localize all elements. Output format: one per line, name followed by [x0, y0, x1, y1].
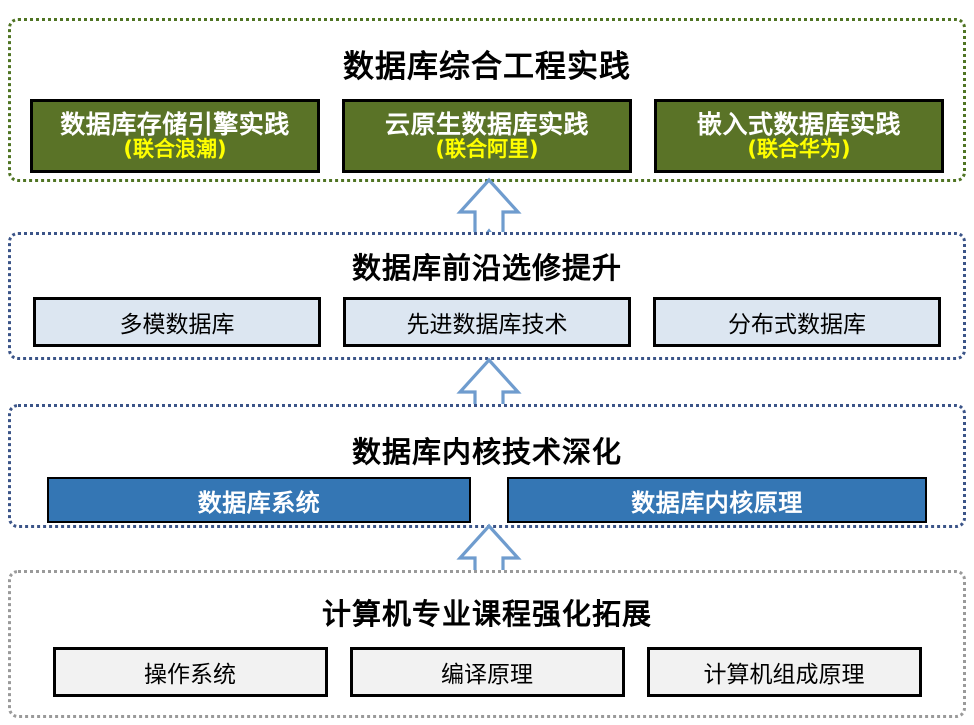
tier-title-comprehensive-practice: 数据库综合工程实践 [343, 49, 631, 85]
card-label-main: 数据库存储引擎实践 [60, 109, 290, 139]
card-row-kernel-deepening: 数据库系统 数据库内核原理 [11, 477, 963, 523]
card-row-cs-foundation: 操作系统 编译原理 计算机组成原理 [11, 647, 963, 697]
card-label-main: 编译原理 [441, 662, 533, 688]
card-label-partner: (联合浪潮) [123, 137, 227, 162]
tier-frontier-electives: 数据库前沿选修提升 多模数据库 先进数据库技术 分布式数据库 [8, 232, 966, 360]
card-label-main: 嵌入式数据库实践 [696, 109, 901, 139]
card-row-comprehensive-practice: 数据库存储引擎实践 (联合浪潮) 云原生数据库实践 (联合阿里) 嵌入式数据库实… [11, 99, 963, 173]
tier-comprehensive-practice: 数据库综合工程实践 数据库存储引擎实践 (联合浪潮) 云原生数据库实践 (联合阿… [8, 18, 966, 182]
tier-title-frontier-electives: 数据库前沿选修提升 [351, 251, 622, 285]
arrow-electives-to-practice-icon [455, 176, 523, 244]
tier-kernel-deepening: 数据库内核技术深化 数据库系统 数据库内核原理 [8, 404, 966, 528]
card-label-main: 计算机组成原理 [703, 662, 865, 688]
card-multi-model-db[interactable]: 多模数据库 [33, 297, 321, 347]
card-database-system[interactable]: 数据库系统 [47, 477, 471, 523]
card-label-partner: (联合华为) [747, 137, 851, 162]
card-distributed-db[interactable]: 分布式数据库 [653, 297, 941, 347]
card-label-main: 数据库系统 [197, 488, 321, 517]
card-label-main: 云原生数据库实践 [384, 109, 589, 139]
tier-title-cs-foundation: 计算机专业课程强化拓展 [321, 597, 652, 631]
card-row-frontier-electives: 多模数据库 先进数据库技术 分布式数据库 [11, 297, 963, 347]
card-label-partner: (联合阿里) [435, 137, 539, 162]
card-cloud-native-db-practice[interactable]: 云原生数据库实践 (联合阿里) [342, 99, 632, 173]
card-database-kernel-principles[interactable]: 数据库内核原理 [507, 477, 927, 523]
card-label-main: 先进数据库技术 [406, 312, 568, 338]
tier-title-kernel-deepening: 数据库内核技术深化 [351, 435, 622, 469]
card-label-main: 多模数据库 [119, 312, 235, 338]
card-compiler-principles[interactable]: 编译原理 [349, 647, 625, 697]
card-storage-engine-practice[interactable]: 数据库存储引擎实践 (联合浪潮) [30, 99, 320, 173]
card-embedded-db-practice[interactable]: 嵌入式数据库实践 (联合华为) [654, 99, 944, 173]
card-advanced-db-tech[interactable]: 先进数据库技术 [343, 297, 631, 347]
card-label-main: 分布式数据库 [728, 312, 866, 338]
card-label-main: 操作系统 [144, 662, 236, 688]
tier-cs-foundation: 计算机专业课程强化拓展 操作系统 编译原理 计算机组成原理 [8, 570, 966, 718]
card-label-main: 数据库内核原理 [631, 488, 803, 517]
card-computer-organization[interactable]: 计算机组成原理 [646, 647, 922, 697]
card-operating-systems[interactable]: 操作系统 [52, 647, 328, 697]
